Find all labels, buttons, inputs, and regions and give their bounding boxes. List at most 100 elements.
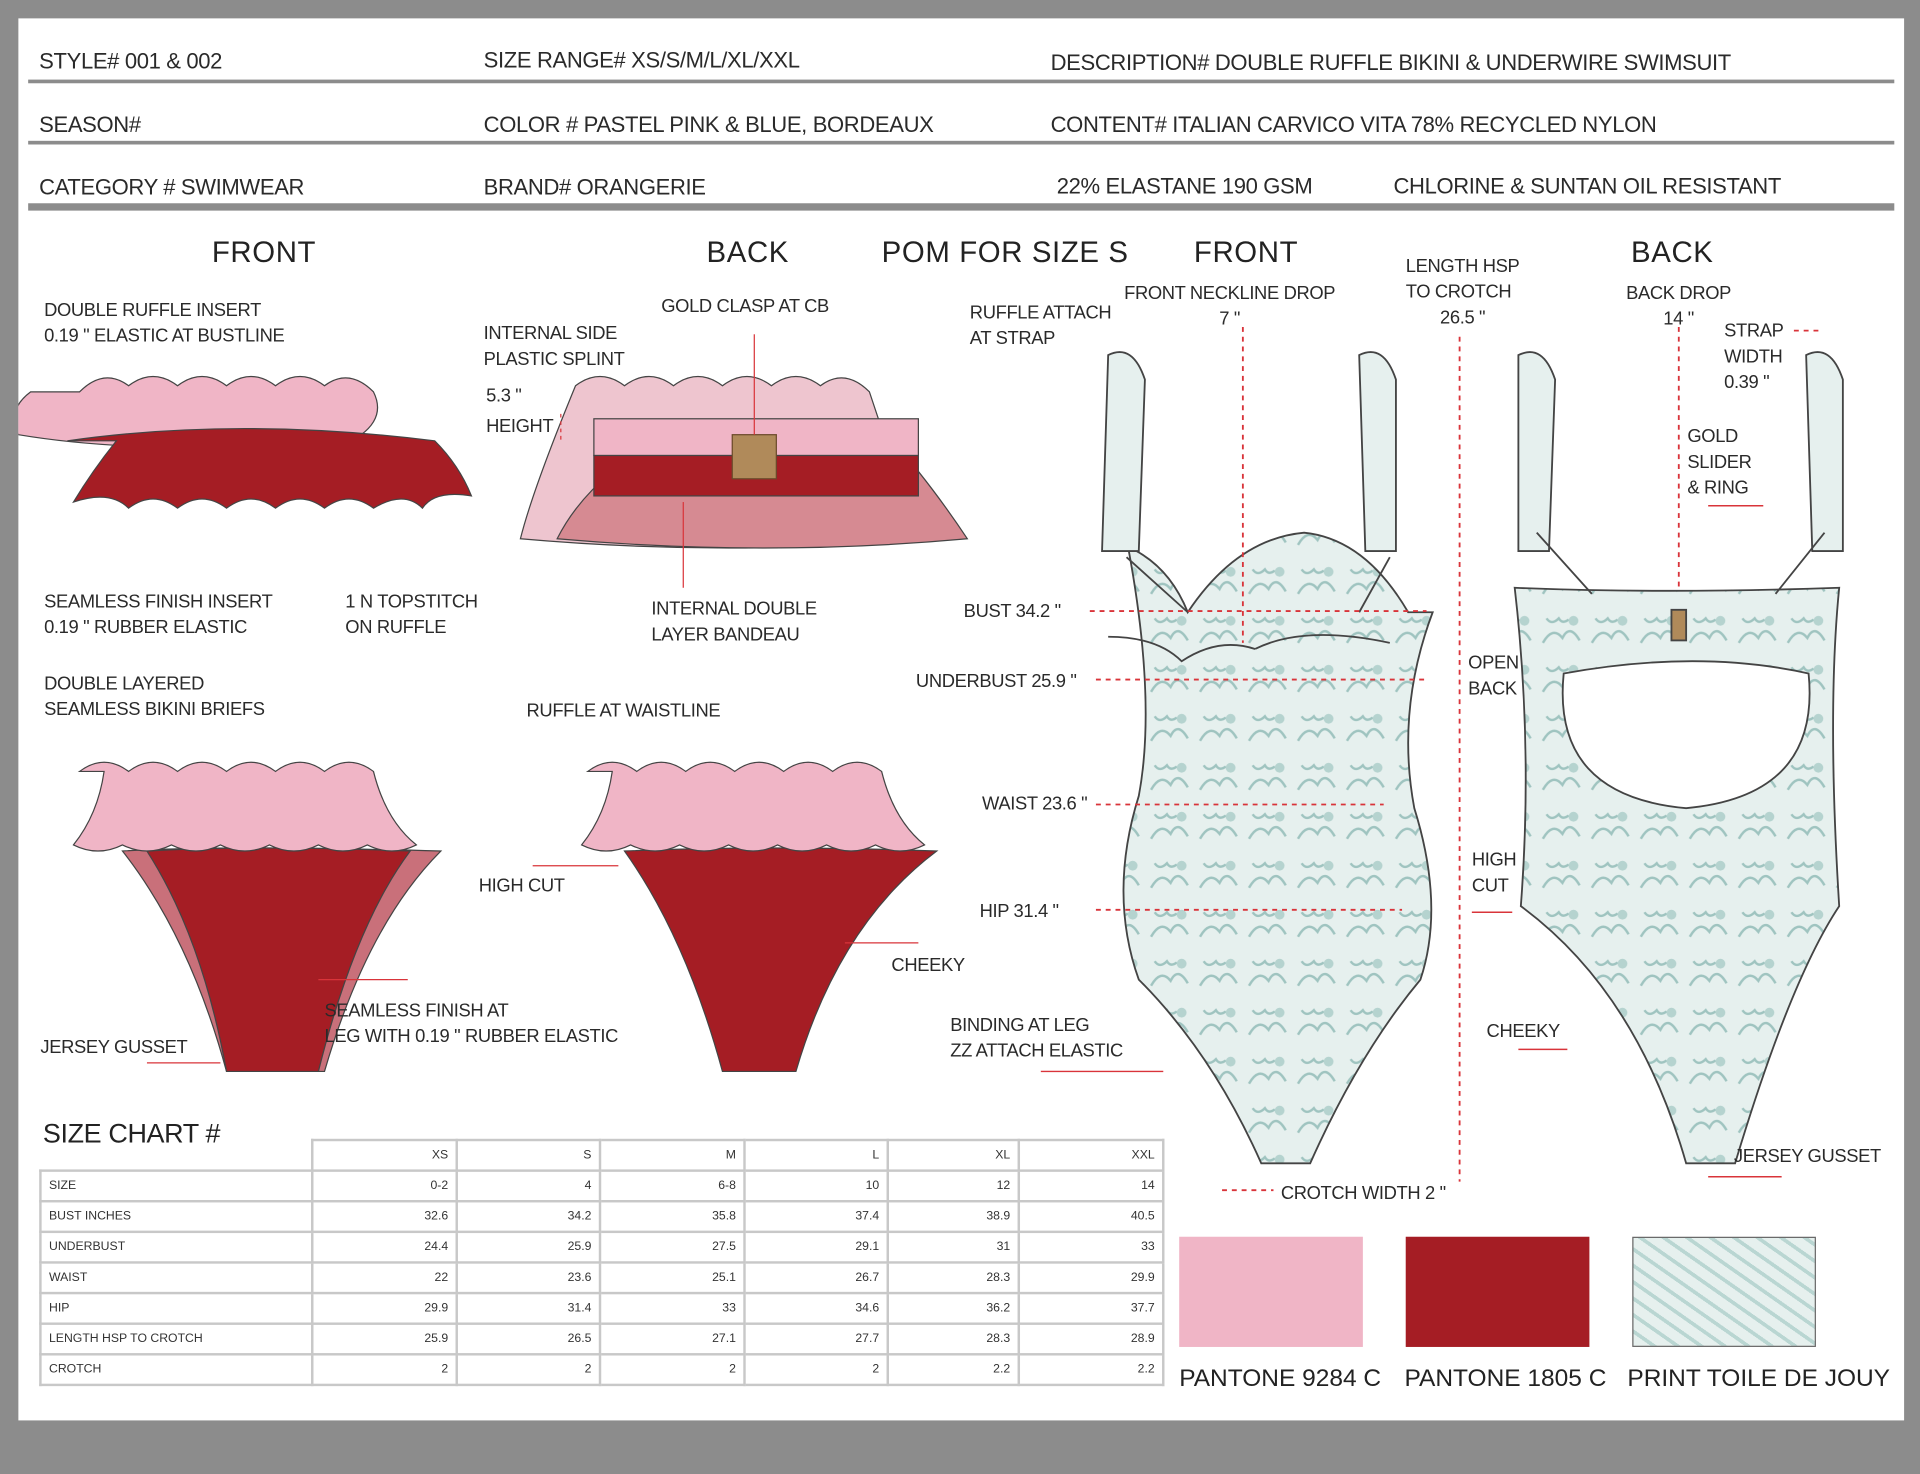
swatch-red <box>1405 1236 1590 1347</box>
row-label: HIP <box>39 1291 314 1325</box>
table-cell: 25.9 <box>455 1230 602 1264</box>
table-cell: 26.5 <box>455 1322 602 1356</box>
bikini-front-title: FRONT <box>211 236 317 270</box>
table-cell: 23.6 <box>455 1261 602 1295</box>
row-label: CROTCH <box>39 1353 314 1387</box>
size-range-field: SIZE RANGE# XS/S/M/L/XL/XXL <box>483 47 800 73</box>
bikini-briefs-front <box>72 761 443 1073</box>
annotation-gold-clasp: GOLD CLASP AT CB <box>661 296 829 318</box>
content-field: CONTENT# ITALIAN CARVICO VITA 78% RECYCL… <box>1050 112 1657 138</box>
annotation-height: 5.3 "HEIGHT <box>486 385 554 438</box>
swimsuit-back <box>1513 351 1844 1165</box>
column-header: M <box>598 1138 746 1172</box>
table-cell: 31 <box>886 1230 1021 1264</box>
table-cell: 33 <box>1017 1230 1165 1264</box>
swatch-label: PANTONE 9284 C <box>1179 1365 1382 1393</box>
table-cell: 4 <box>455 1169 602 1203</box>
table-cell: 27.1 <box>598 1322 746 1356</box>
annotation-waist: WAIST 23.6 " <box>982 793 1088 815</box>
column-header: XL <box>886 1138 1021 1172</box>
category-field: CATEGORY # SWIMWEAR <box>39 175 305 200</box>
suit-front-title: FRONT <box>1193 236 1299 270</box>
flat-sketches <box>18 326 1844 1192</box>
color-field: COLOR # PASTEL PINK & BLUE, BORDEAUX <box>483 112 934 138</box>
annotation-suit-gusset: JERSEY GUSSET <box>1733 1146 1881 1167</box>
annotation-suit-cheeky: CHEEKY <box>1486 1021 1561 1043</box>
season-field: SEASON# <box>39 112 141 138</box>
annotation-high-cut: HIGH CUT <box>478 875 565 897</box>
table-cell: 29.9 <box>311 1291 458 1325</box>
table-cell: 29.9 <box>1017 1261 1165 1295</box>
row-label: WAIST <box>39 1261 314 1295</box>
table-cell: 34.2 <box>455 1200 602 1234</box>
annotation-hip: HIP 31.4 " <box>979 901 1059 923</box>
annotation-cheeky: CHEEKY <box>891 955 965 976</box>
divider <box>28 203 1895 211</box>
table-cell: 14 <box>1017 1169 1165 1203</box>
table-cell: 12 <box>886 1169 1021 1203</box>
divider <box>28 79 1895 84</box>
bikini-back-title: BACK <box>706 236 790 270</box>
table-cell: 37.7 <box>1017 1291 1165 1325</box>
row-label: SIZE <box>39 1169 314 1203</box>
table-cell: 25.9 <box>311 1322 458 1356</box>
content-continued-field: 22% ELASTANE 190 GSM <box>1056 173 1313 199</box>
table-header-row: XS S M L XL XXL <box>40 1138 1165 1172</box>
bikini-top-back <box>519 334 969 588</box>
annotation-bust: BUST 34.2 " <box>963 601 1061 623</box>
table-cell: 2 <box>598 1353 746 1387</box>
table-cell: 38.9 <box>886 1200 1021 1234</box>
table-cell: 32.6 <box>311 1200 458 1234</box>
table-cell: 10 <box>743 1169 889 1203</box>
header-blank-cell <box>40 1140 312 1171</box>
column-header: XXL <box>1017 1138 1165 1172</box>
pom-leader-lines <box>1040 504 1782 1178</box>
brand-field: BRAND# ORANGERIE <box>483 175 706 200</box>
swimsuit-front <box>1101 351 1434 1165</box>
swatch-label: PRINT TOILE DE JOUY <box>1627 1365 1891 1393</box>
table-cell: 31.4 <box>455 1291 602 1325</box>
table-cell: 37.4 <box>743 1200 889 1234</box>
resistance-field: CHLORINE & SUNTAN OIL RESISTANT <box>1393 173 1781 199</box>
annotation-jersey-gusset: JERSEY GUSSET <box>40 1037 188 1058</box>
table-cell: 6-8 <box>598 1169 746 1203</box>
size-chart-title: SIZE CHART # <box>42 1117 221 1149</box>
table-cell: 2.2 <box>886 1353 1021 1387</box>
table-cell: 40.5 <box>1017 1200 1165 1234</box>
row-label: LENGTH HSP TO CROTCH <box>39 1322 314 1356</box>
annotation-underbust: UNDERBUST 25.9 " <box>915 671 1077 692</box>
table-cell: 33 <box>598 1291 746 1325</box>
pom-measure-lines <box>1089 326 1819 1192</box>
table-cell: 34.6 <box>743 1291 889 1325</box>
table-cell: 26.7 <box>743 1261 889 1295</box>
table-cell: 27.5 <box>598 1230 746 1264</box>
table-cell: 28.9 <box>1017 1322 1165 1356</box>
swatch-pink <box>1179 1236 1363 1347</box>
bikini-briefs-back <box>146 761 939 1073</box>
table-cell: 36.2 <box>886 1291 1021 1325</box>
table-cell: 2 <box>743 1353 889 1387</box>
table-cell: 0-2 <box>311 1169 458 1203</box>
pom-title: POM FOR SIZE S <box>881 236 1129 270</box>
row-label: UNDERBUST <box>39 1230 314 1264</box>
column-header: S <box>455 1138 602 1172</box>
table-cell: 2 <box>455 1353 602 1387</box>
